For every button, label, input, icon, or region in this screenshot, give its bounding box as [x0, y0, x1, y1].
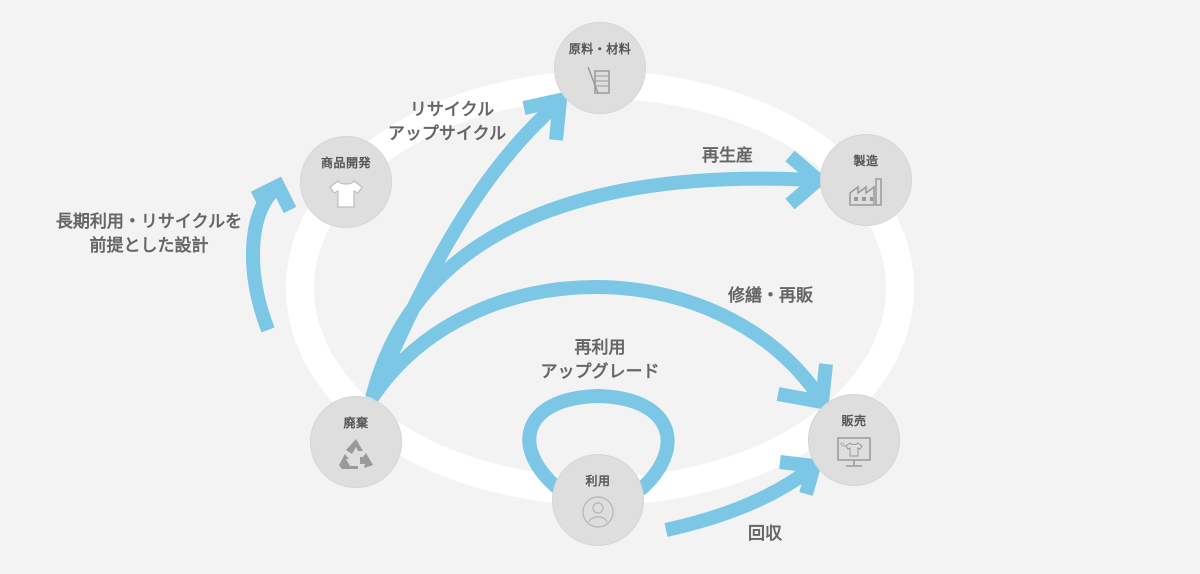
node-product-development: 商品開発 [300, 136, 392, 228]
flow-label-reuse-line2: アップグレード [540, 362, 660, 382]
flow-label-reproduce-line1: 再生産 [702, 146, 753, 166]
arrow-repair [366, 280, 826, 402]
flow-label-reuse-line1: 再利用 [574, 338, 626, 358]
flow-label-recycle: リサイクル アップサイクル [382, 98, 512, 146]
arrow-collection-head [779, 455, 823, 496]
flow-label-design-line1: 長期利用・リサイクルを [55, 212, 243, 232]
flow-label-repair-line1: 修繕・再販 [728, 286, 813, 306]
node-usage-label: 利用 [585, 473, 611, 488]
flow-label-design: 長期利用・リサイクルを 前提とした設計 [44, 210, 254, 258]
node-disposal: 廃棄 [310, 396, 402, 488]
flow-label-collection: 回収 [748, 522, 782, 546]
node-sales: 販売 % [808, 394, 900, 486]
svg-text:%: % [840, 442, 846, 449]
arrow-repair-head [776, 363, 833, 411]
arrow-design [245, 187, 278, 333]
recycle-icon [339, 438, 373, 469]
user-icon [582, 495, 614, 528]
arrow-reproduce [365, 171, 816, 400]
tshirt-icon [329, 179, 363, 208]
arrow-reuse-loop [522, 388, 675, 496]
flow-label-collection-line1: 回収 [748, 524, 782, 544]
arrow-collection [664, 462, 817, 537]
flow-label-design-line2: 前提とした設計 [89, 236, 209, 256]
arrow-design-head [250, 176, 297, 214]
node-product-development-label: 商品開発 [320, 155, 371, 170]
node-materials: 原料・材料 [554, 22, 646, 114]
node-usage: 利用 [552, 454, 644, 546]
node-materials-label: 原料・材料 [568, 41, 632, 56]
arrow-reproduce-head [785, 150, 829, 210]
arrow-recycle-head [522, 91, 568, 141]
flow-label-recycle-line1: リサイクル [409, 100, 495, 120]
spool-needle-icon [587, 66, 610, 94]
flow-label-recycle-line2: アップサイクル [387, 124, 507, 144]
monitor-shirt-icon: % [837, 436, 871, 467]
flow-label-reuse: 再利用 アップグレード [530, 336, 670, 384]
factory-icon [849, 177, 882, 206]
flow-label-reproduce: 再生産 [702, 144, 753, 168]
node-manufacturing-label: 製造 [853, 153, 879, 168]
node-manufacturing: 製造 [820, 134, 912, 226]
node-disposal-label: 廃棄 [343, 415, 369, 430]
node-sales-label: 販売 [841, 413, 867, 428]
flow-label-repair: 修繕・再販 [728, 284, 813, 308]
